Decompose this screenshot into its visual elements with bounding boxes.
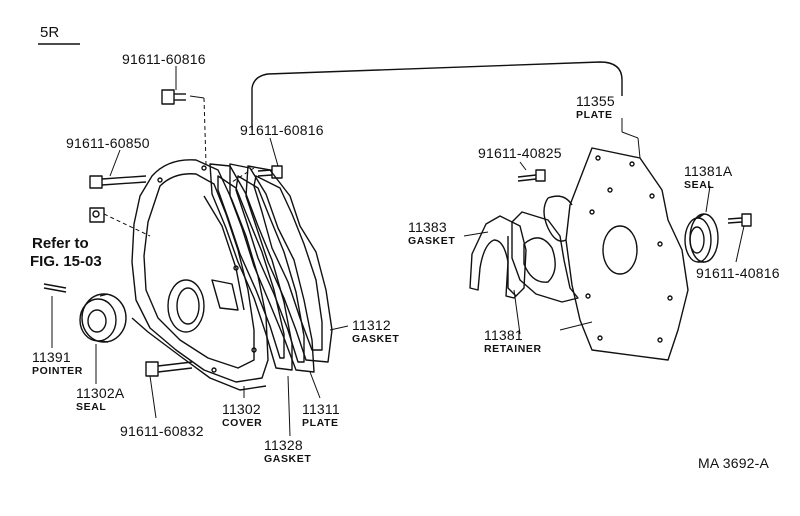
bolt-refer-drawing [89, 207, 105, 223]
label-front-plate-name: PLATE [302, 417, 339, 429]
label-inner-gasket-number: 11328 [264, 437, 303, 453]
bolt-seal-right-drawing [727, 213, 752, 227]
outer-gasket-drawing [245, 165, 333, 363]
group-bracket [251, 61, 623, 130]
label-retainer-gasket-number: 11383 [408, 219, 447, 235]
label-rear-plate-number: 11355 [576, 93, 615, 109]
bolt-plate-drawing [517, 169, 546, 182]
front-plate-drawing [229, 163, 315, 373]
pointer-drawing [43, 283, 67, 293]
corner-code: 5R [40, 24, 60, 41]
label-rear-seal-number: 11381A [684, 163, 733, 179]
bolt-top-left-drawing [161, 89, 186, 105]
label-retainer-gasket-name: GASKET [408, 235, 456, 247]
inner-gasket-drawing [209, 163, 293, 371]
label-bolt-plate: 91611-40825 [478, 145, 562, 161]
bolt-top-mid-drawing [257, 165, 283, 179]
rear-plate-drawing [543, 147, 689, 361]
rear-seal-drawing [684, 213, 719, 263]
refer-note-line2: FIG. 15-03 [30, 253, 102, 270]
timing-cover-drawing [131, 159, 269, 391]
label-pointer-name: POINTER [32, 365, 83, 377]
label-rear-seal-name: SEAL [684, 179, 715, 191]
label-front-seal-number: 11302A [76, 385, 125, 401]
label-bolt-top-left: 91611-60816 [122, 51, 206, 67]
retainer-drawing [507, 211, 579, 303]
label-outer-gasket-name: GASKET [352, 333, 400, 345]
label-pointer-number: 11391 [32, 349, 71, 365]
bolt-long-drawing [89, 175, 147, 189]
label-cover-name: COVER [222, 417, 263, 429]
leader-lines [51, 66, 745, 437]
label-bolt-top-mid: 91611-60816 [240, 122, 324, 138]
bolt-lower-drawing [145, 361, 193, 377]
figure-reference: MA 3692-A [698, 455, 770, 471]
label-retainer-number: 11381 [484, 327, 523, 343]
front-seal-drawing [79, 293, 127, 343]
retainer-gasket-drawing [469, 215, 527, 299]
label-cover-number: 11302 [222, 401, 261, 417]
label-retainer-name: RETAINER [484, 343, 542, 355]
refer-note-line1: Refer to [32, 235, 89, 252]
label-front-seal-name: SEAL [76, 401, 107, 413]
label-rear-plate-name: PLATE [576, 109, 613, 121]
label-bolt-seal-right: 91611-40816 [696, 265, 780, 281]
label-bolt-lower: 91611-60832 [120, 423, 204, 439]
label-front-plate-number: 11311 [302, 401, 340, 417]
label-inner-gasket-name: GASKET [264, 453, 312, 465]
label-bolt-long: 91611-60850 [66, 135, 150, 151]
label-outer-gasket-number: 11312 [352, 317, 391, 333]
